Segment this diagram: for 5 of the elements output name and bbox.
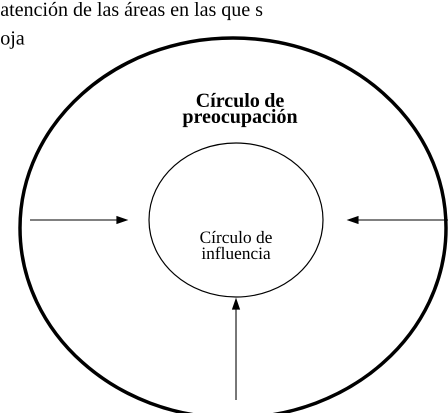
circle-label: Círculo de influencia <box>200 230 272 260</box>
circle-label: Círculo de preocupación <box>182 92 298 128</box>
note-text: atención de las áreas en las que s <box>0 2 262 20</box>
note-text: oja <box>1 31 24 49</box>
circle <box>148 142 324 298</box>
